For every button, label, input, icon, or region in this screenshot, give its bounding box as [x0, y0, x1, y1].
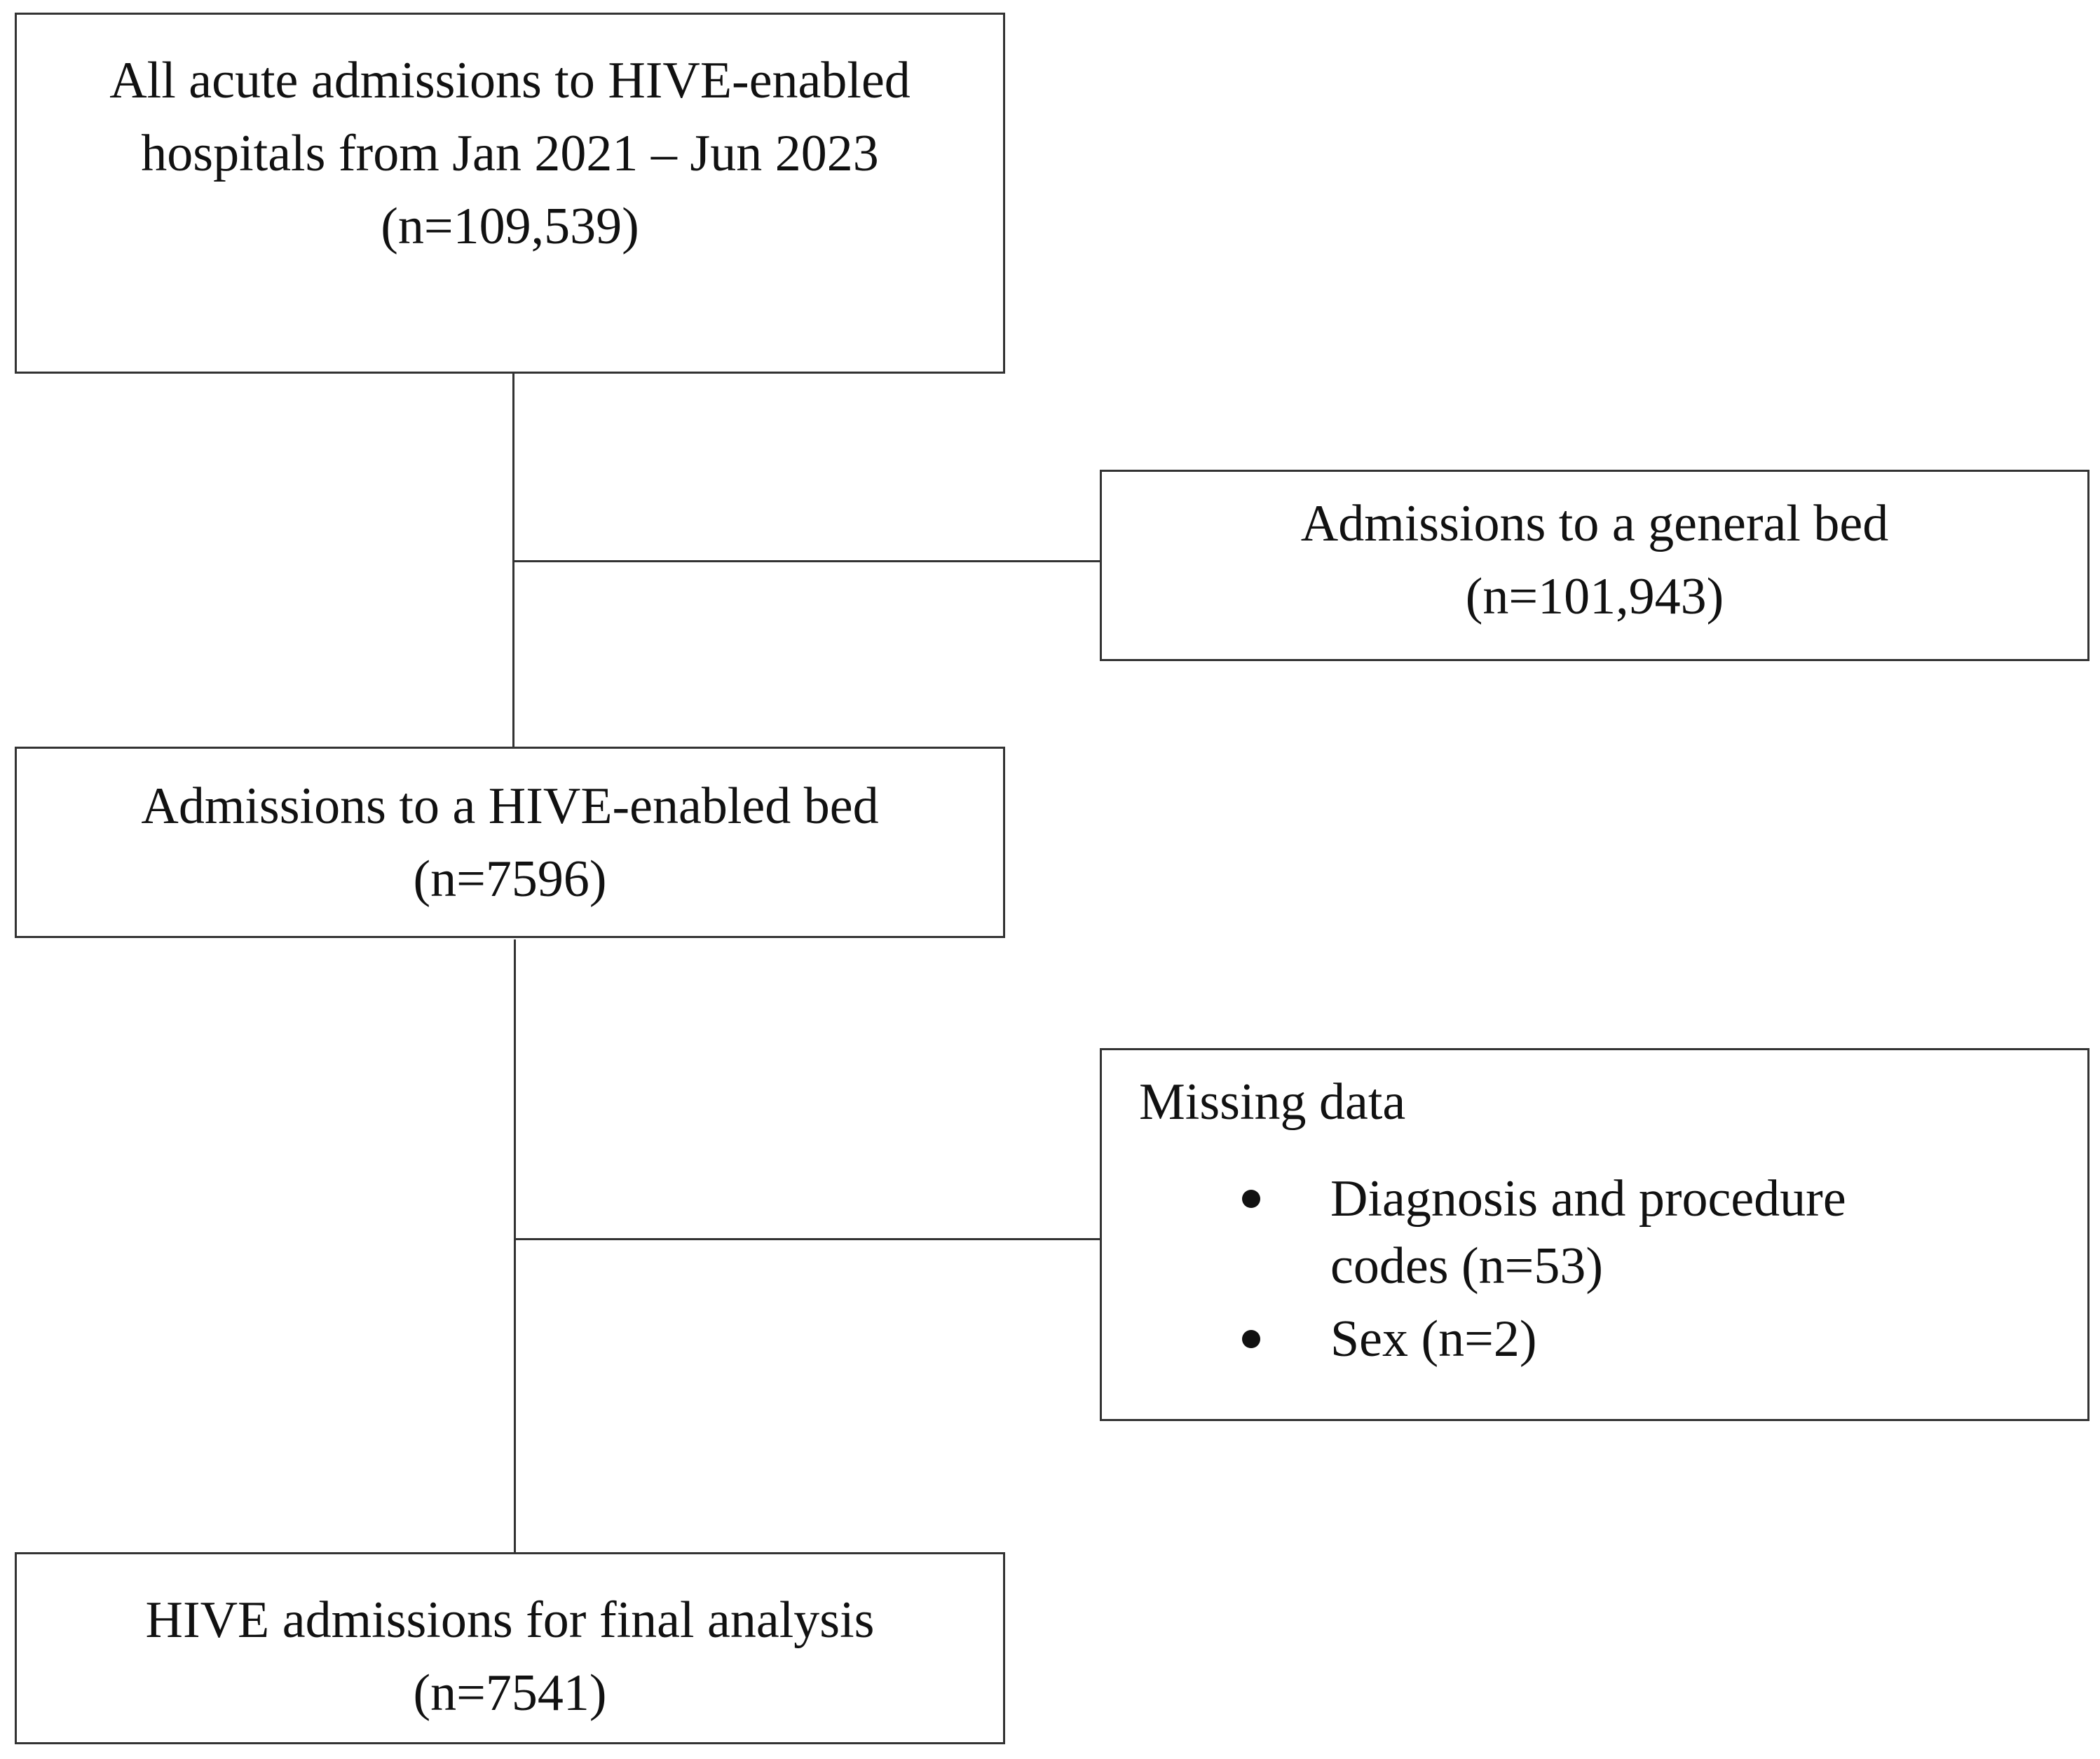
missing-item-diagnosis-line1: Diagnosis and procedure	[1330, 1170, 1846, 1228]
all-admissions-line2: hospitals from Jan 2021 – Jun 2023	[141, 125, 879, 182]
missing-item-diagnosis-line2: codes (n=53)	[1330, 1237, 1604, 1295]
connector-trunk-upper	[512, 374, 514, 747]
bullet-icon	[1242, 1330, 1260, 1348]
final-analysis-label: HIVE admissions for final analysis	[145, 1591, 875, 1649]
missing-data-title: Missing data	[1139, 1073, 1406, 1131]
general-bed-count: (n=101,943)	[1465, 568, 1724, 625]
all-admissions-count: (n=109,539)	[381, 198, 639, 255]
box-hive-bed: Admissions to a HIVE-enabled bed (n=7596…	[15, 747, 1005, 938]
hive-bed-label: Admissions to a HIVE-enabled bed	[141, 777, 879, 835]
hive-bed-count: (n=7596)	[413, 850, 607, 908]
final-analysis-count: (n=7541)	[413, 1664, 607, 1722]
box-missing-data: Missing data Diagnosis and procedure cod…	[1100, 1048, 2089, 1421]
missing-item-sex: Sex (n=2)	[1330, 1310, 1537, 1368]
connector-branch-missing-data	[516, 1238, 1101, 1240]
box-general-bed: Admissions to a general bed (n=101,943)	[1100, 470, 2089, 661]
connector-branch-general-bed	[514, 560, 1101, 562]
box-final-analysis: HIVE admissions for final analysis (n=75…	[15, 1552, 1005, 1744]
all-admissions-line1: All acute admissions to HIVE-enabled	[109, 52, 911, 109]
general-bed-label: Admissions to a general bed	[1300, 495, 1889, 552]
bullet-icon	[1242, 1190, 1260, 1208]
connector-trunk-lower	[514, 939, 516, 1554]
box-all-admissions: All acute admissions to HIVE-enabled hos…	[15, 13, 1005, 374]
